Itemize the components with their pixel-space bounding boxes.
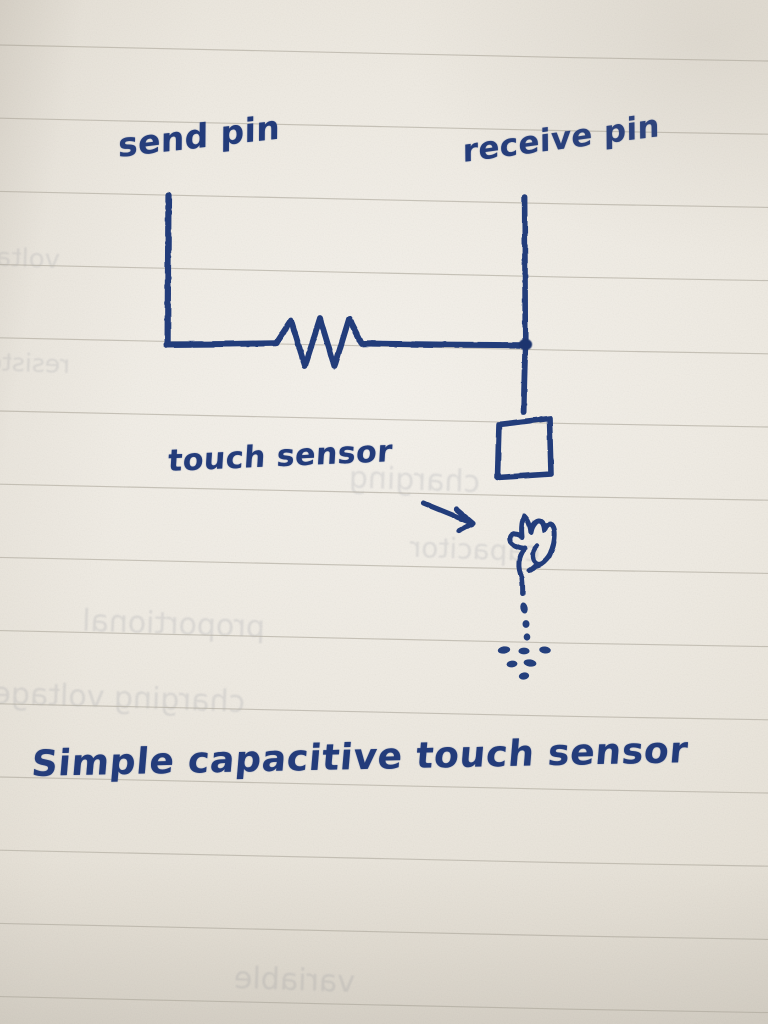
- sensor-pad-square: [494, 415, 554, 481]
- resistor-zigzag: [273, 315, 375, 370]
- send-pin-wire: [164, 191, 172, 347]
- receive-pin-wire: [521, 194, 529, 346]
- pointing-hand-thumb: [530, 543, 543, 566]
- dotted-ground-symbol: [497, 602, 551, 680]
- wire-right-segment: [369, 340, 527, 349]
- wire-junction-to-pad: [520, 343, 529, 415]
- wire-left-segment: [163, 340, 279, 348]
- junction-dot: [518, 338, 533, 351]
- pointing-hand-icon: [507, 513, 527, 597]
